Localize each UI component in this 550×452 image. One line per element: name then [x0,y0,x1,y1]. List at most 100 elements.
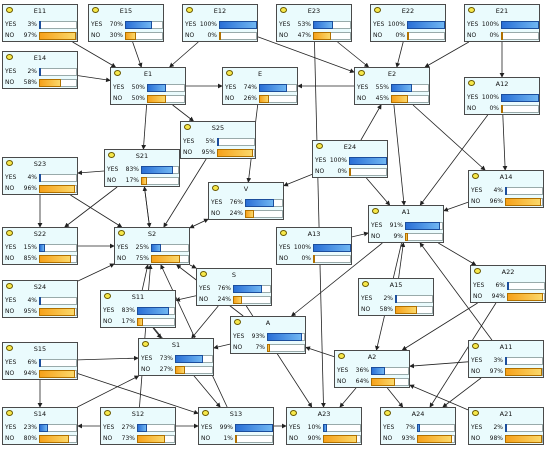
node-state-icon [474,268,481,274]
no-label: NO [471,435,481,442]
node-title: E23 [307,7,321,15]
no-percent: 94% [23,370,37,377]
node-s[interactable]: S YES 76% NO 24% [196,268,272,306]
no-row: NO 73% [103,435,175,444]
node-e11[interactable]: E11 YES 3% NO 97% [2,4,78,42]
node-a13[interactable]: A13 YES 100% NO 0% [276,227,352,265]
no-bar [147,95,166,103]
node-a23[interactable]: A23 YES 10% NO 90% [286,407,362,445]
yes-bar [147,84,166,92]
node-s13[interactable]: S13 YES 99% NO 1% [198,407,274,445]
node-s24[interactable]: S24 YES 4% NO 95% [2,280,78,318]
node-s23[interactable]: S23 YES 4% NO 96% [2,157,78,195]
node-s25[interactable]: S25 YES 5% NO 95% [180,121,256,159]
node-s22[interactable]: S22 YES 15% NO 85% [2,227,78,265]
node-e15[interactable]: E15 YES 70% NO 30% [88,4,164,42]
node-state-icon [92,7,99,13]
no-row: NO 30% [91,32,163,41]
yes-bar [39,359,42,367]
no-label: NO [225,95,235,102]
node-a12[interactable]: A12 YES 100% NO 0% [464,77,540,115]
no-row: NO 85% [5,255,77,264]
yes-percent: 83% [125,166,139,173]
no-label: NO [5,255,15,262]
node-e22[interactable]: E22 YES 100% NO 0% [370,4,446,42]
node-s21[interactable]: S21 YES 83% NO 17% [104,149,180,187]
no-bar-track [235,435,273,443]
node-state-icon [226,70,233,76]
yes-bar [259,84,288,92]
node-e[interactable]: E YES 74% NO 26% [222,67,298,105]
edge-e12-to-e1 [169,41,199,68]
node-a22[interactable]: A22 YES 6% NO 94% [470,265,546,303]
node-v[interactable]: V YES 76% NO 24% [208,182,284,220]
node-a14[interactable]: A14 YES 4% NO 96% [468,170,544,208]
node-s1[interactable]: S1 YES 73% NO 27% [138,338,214,376]
no-label: NO [201,435,211,442]
node-s11[interactable]: S11 YES 83% NO 17% [100,290,176,328]
yes-bar [137,424,148,432]
node-e24[interactable]: E24 YES 100% NO 0% [312,140,388,178]
node-e21[interactable]: E21 YES 100% NO 0% [464,4,540,42]
node-a1[interactable]: A1 YES 91% NO 9% [368,205,444,243]
node-s2[interactable]: S2 YES 25% NO 75% [114,227,190,265]
yes-percent: 5% [205,138,215,145]
node-title: E11 [33,7,47,15]
yes-row: YES 100% [185,21,257,30]
yes-row: YES 83% [103,307,175,316]
node-a15[interactable]: A15 YES 2% NO 58% [358,278,434,316]
node-s12[interactable]: S12 YES 27% NO 73% [100,407,176,445]
yes-bar-track [39,174,77,182]
yes-percent: 4% [27,174,37,181]
node-s15[interactable]: S15 YES 6% NO 94% [2,342,78,380]
yes-bar [267,333,303,341]
yes-bar [39,424,48,432]
node-state-icon [468,7,475,13]
no-bar [151,255,180,263]
node-title: E2 [387,70,397,78]
node-state-icon [372,208,379,214]
no-label: NO [103,318,113,325]
no-bar [501,32,503,40]
edge-s-to-s1 [191,305,219,339]
node-e12[interactable]: E12 YES 100% NO 0% [182,4,258,42]
edge-s23-to-s2 [70,194,123,228]
node-a11[interactable]: A11 YES 3% NO 97% [468,340,544,378]
yes-bar [371,367,385,375]
no-row: NO 0% [467,32,539,41]
no-bar-track [313,255,351,263]
node-e1[interactable]: E1 YES 50% NO 50% [110,67,186,105]
yes-label: YES [467,21,479,28]
no-bar-track [501,32,539,40]
node-a2[interactable]: A2 YES 36% NO 64% [334,350,410,388]
yes-bar [405,222,440,230]
node-a[interactable]: A YES 93% NO 7% [230,316,306,354]
yes-bar [175,355,203,363]
no-percent: 24% [217,296,231,303]
no-row: NO 17% [107,177,179,186]
no-row: NO 50% [113,95,185,104]
yes-row: YES 100% [279,244,351,253]
yes-label: YES [5,174,17,181]
no-percent: 0% [301,255,311,262]
yes-percent: 2% [27,68,37,75]
yes-percent: 27% [121,424,135,431]
no-row: NO 94% [473,293,545,302]
node-a24[interactable]: A24 YES 7% NO 93% [380,407,456,445]
yes-bar [39,244,45,252]
no-bar [39,308,76,316]
node-title: A23 [317,410,331,418]
yes-percent: 74% [243,84,257,91]
no-label: NO [113,95,123,102]
no-percent: 50% [131,95,145,102]
node-e2[interactable]: E2 YES 55% NO 45% [354,67,430,105]
node-e14[interactable]: E14 YES 2% NO 58% [2,51,78,89]
node-e23[interactable]: E23 YES 53% NO 47% [276,4,352,42]
node-s14[interactable]: S14 YES 23% NO 80% [2,407,78,445]
node-a21[interactable]: A21 YES 2% NO 98% [468,407,544,445]
no-percent: 47% [297,32,311,39]
no-percent: 45% [375,95,389,102]
no-label: NO [337,378,347,385]
yes-bar [235,424,273,432]
yes-percent: 6% [27,359,37,366]
